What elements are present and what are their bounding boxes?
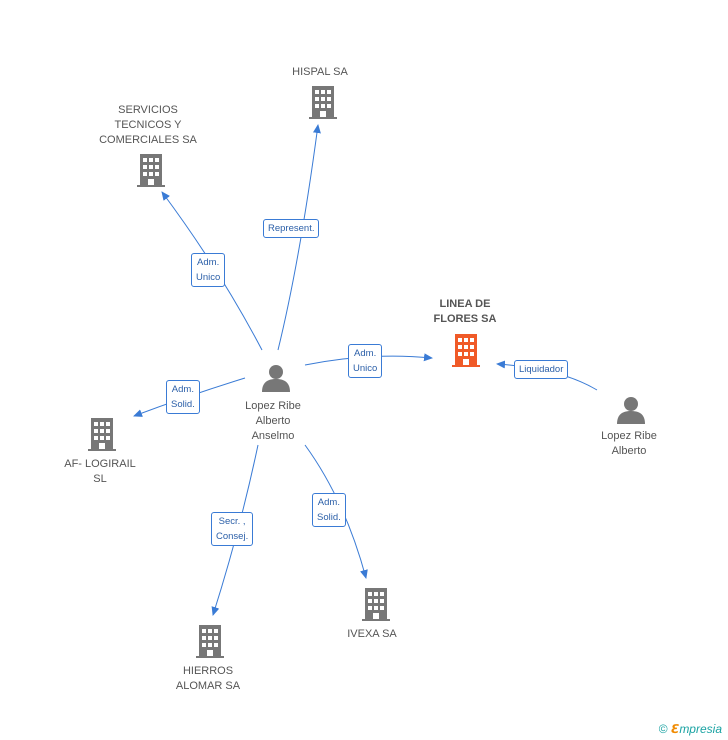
- linea-building-icon: [452, 334, 480, 367]
- hierros-building-icon: [196, 625, 224, 658]
- brand-e-glyph: ℇ: [670, 722, 680, 736]
- node-label-person1[interactable]: Lopez Ribe Alberto Anselmo: [245, 400, 301, 442]
- af-building-icon: [88, 418, 116, 451]
- empresia-logo: © ℇmpresia: [659, 722, 722, 736]
- hispal-building-icon: [309, 86, 337, 119]
- brand-name: mpresia: [679, 722, 722, 736]
- edge-label-adm-unico-servicios: Adm. Unico: [191, 253, 226, 287]
- node-label-hierros[interactable]: HIERROS ALOMAR SA: [175, 665, 241, 692]
- node-label-servicios[interactable]: SERVICIOS TECNICOS Y COMERCIALES SA: [99, 104, 197, 146]
- edge-label-adm-unico-linea: Adm. Unico: [348, 344, 383, 378]
- ivexa-building-icon: [362, 588, 390, 621]
- edge-label-liquidador: Liquidador: [514, 360, 569, 379]
- node-label-person2[interactable]: Lopez Ribe Alberto: [601, 430, 657, 457]
- edge-label-secr: Secr. , Consej.: [211, 512, 254, 546]
- node-label-ivexa[interactable]: IVEXA SA: [347, 628, 397, 640]
- node-label-af[interactable]: AF- LOGIRAIL SL: [64, 458, 136, 485]
- node-label-hispal[interactable]: HISPAL SA: [292, 66, 348, 78]
- servicios-building-icon: [137, 154, 165, 187]
- copyright-icon: ©: [658, 722, 668, 736]
- edge-label-adm-solid-ivexa: Adm. Solid.: [312, 493, 346, 527]
- node-label-linea[interactable]: LINEA DE FLORES SA: [433, 298, 497, 325]
- edge-label-represent: Represent.: [263, 219, 320, 238]
- person2-person-icon: [617, 397, 645, 424]
- person1-person-icon: [262, 365, 290, 392]
- edge-label-adm-solid-af: Adm. Solid.: [166, 380, 200, 414]
- edge-represent: [277, 124, 321, 351]
